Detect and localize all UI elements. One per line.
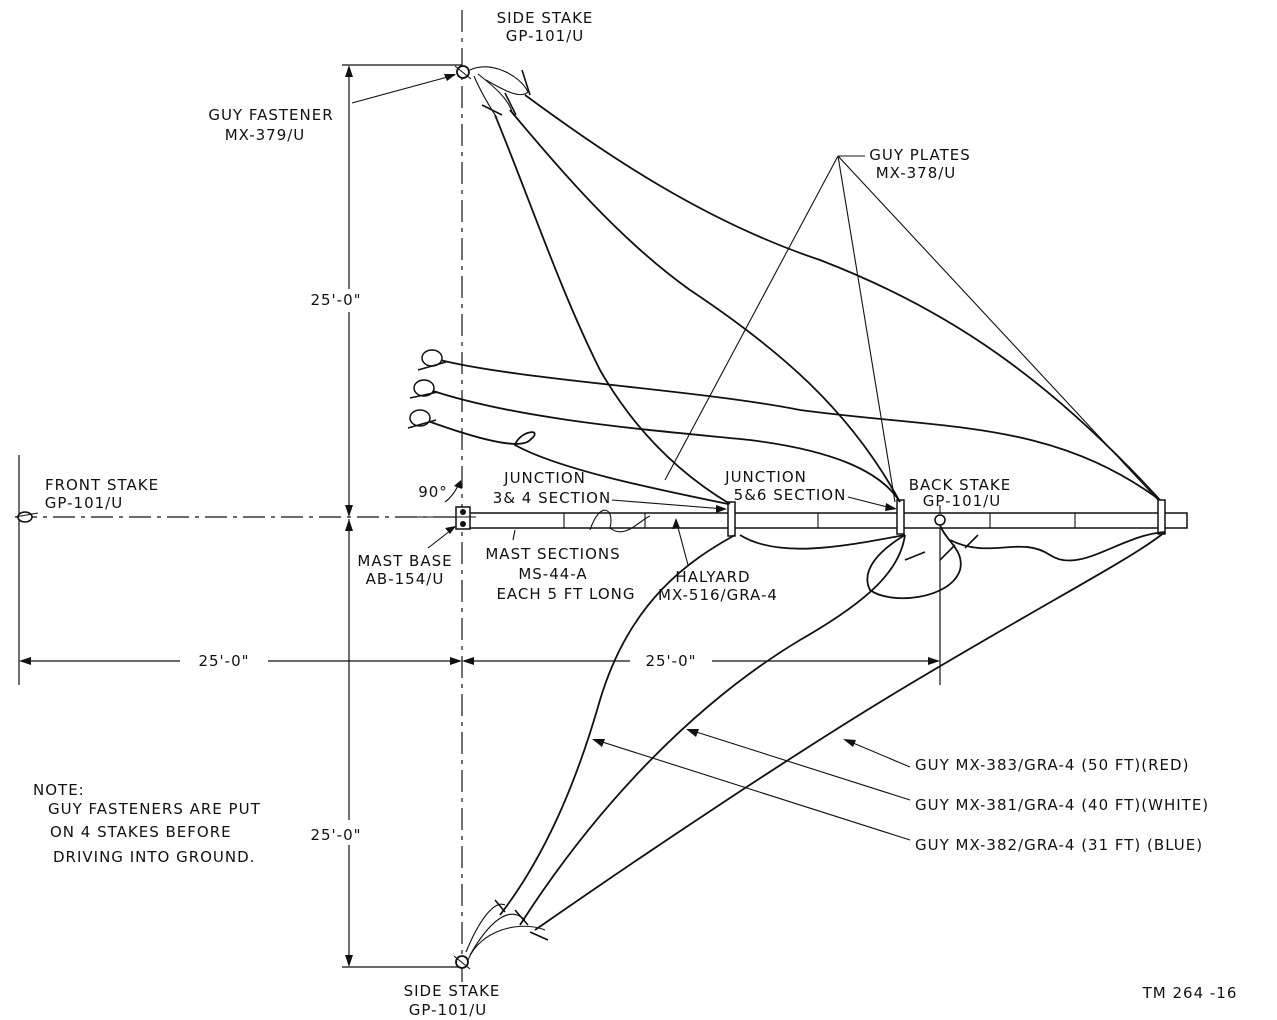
guy-blue-label: GUY MX-382/GRA-4 (31 FT) (BLUE)	[915, 836, 1203, 854]
note-line-3: DRIVING INTO GROUND.	[53, 848, 255, 866]
junction-34-sections: 3& 4 SECTION	[493, 489, 611, 507]
mast-sections-part: MS-44-A	[518, 565, 587, 583]
dimension-bottom-label: 25'-0"	[310, 826, 361, 844]
mast-base-icon	[452, 506, 476, 530]
mast-base-part: AB-154/U	[366, 570, 445, 588]
front-stake-label: FRONT STAKE	[45, 476, 159, 494]
dimension-bottom	[342, 519, 462, 968]
guy-red-label: GUY MX-383/GRA-4 (50 FT)(RED)	[915, 756, 1189, 774]
mast-sections	[461, 512, 1188, 529]
guy-wires-loose-right	[739, 524, 1166, 600]
note-heading: NOTE:	[33, 781, 85, 799]
back-stake-icon	[934, 514, 946, 526]
front-stake-icon	[14, 511, 39, 523]
junction-34-label: JUNCTION	[503, 469, 586, 487]
back-stake-label: BACK STAKE	[909, 476, 1011, 494]
back-stake-part: GP-101/U	[923, 492, 1001, 510]
side-stake-top-label: SIDE STAKE	[497, 9, 594, 27]
mast-sections-label: MAST SECTIONS	[485, 545, 620, 563]
guy-plates-label: GUY PLATES	[869, 146, 971, 164]
figure-id: TM 264 -16	[1142, 984, 1238, 1002]
guy-plate-icon	[727, 499, 1166, 537]
dimension-top-label: 25'-0"	[310, 291, 361, 309]
junction-56-sections: 5&6 SECTION	[734, 486, 847, 504]
guy-fastener-label: GUY FASTENER	[208, 106, 333, 124]
junction-56-label: JUNCTION	[724, 468, 807, 486]
front-stake-part: GP-101/U	[45, 494, 123, 512]
leader-lines	[351, 74, 1159, 841]
side-stake-top-icon	[454, 65, 472, 80]
side-stake-top-part: GP-101/U	[506, 27, 584, 45]
dimension-top	[342, 64, 462, 517]
side-stake-bottom-part: GP-101/U	[409, 1001, 487, 1019]
note-line-2: ON 4 STAKES BEFORE	[50, 823, 232, 841]
guy-wires-loose-left	[407, 349, 1161, 505]
side-stake-bottom-icon	[453, 955, 471, 970]
mast-base-label: MAST BASE	[357, 552, 452, 570]
halyard-label: HALYARD	[675, 568, 750, 586]
guy-wires-bottom	[465, 531, 1166, 961]
dimension-right-label: 25'-0"	[645, 652, 696, 670]
guy-wires-top	[469, 66, 1161, 505]
dimension-left-label: 25'-0"	[198, 652, 249, 670]
note-line-1: GUY FASTENERS ARE PUT	[48, 800, 261, 818]
guy-fastener-part: MX-379/U	[225, 126, 306, 144]
halyard-part: MX-516/GRA-4	[658, 586, 778, 604]
guy-white-label: GUY MX-381/GRA-4 (40 FT)(WHITE)	[915, 796, 1209, 814]
halyard	[589, 509, 651, 533]
angle-label: 90°	[418, 483, 448, 501]
guy-plates-part: MX-378/U	[876, 164, 957, 182]
mast-sections-length: EACH 5 FT LONG	[496, 585, 635, 603]
side-stake-bottom-label: SIDE STAKE	[404, 982, 501, 1000]
dimension-right	[462, 520, 941, 685]
dimension-left	[18, 455, 462, 685]
